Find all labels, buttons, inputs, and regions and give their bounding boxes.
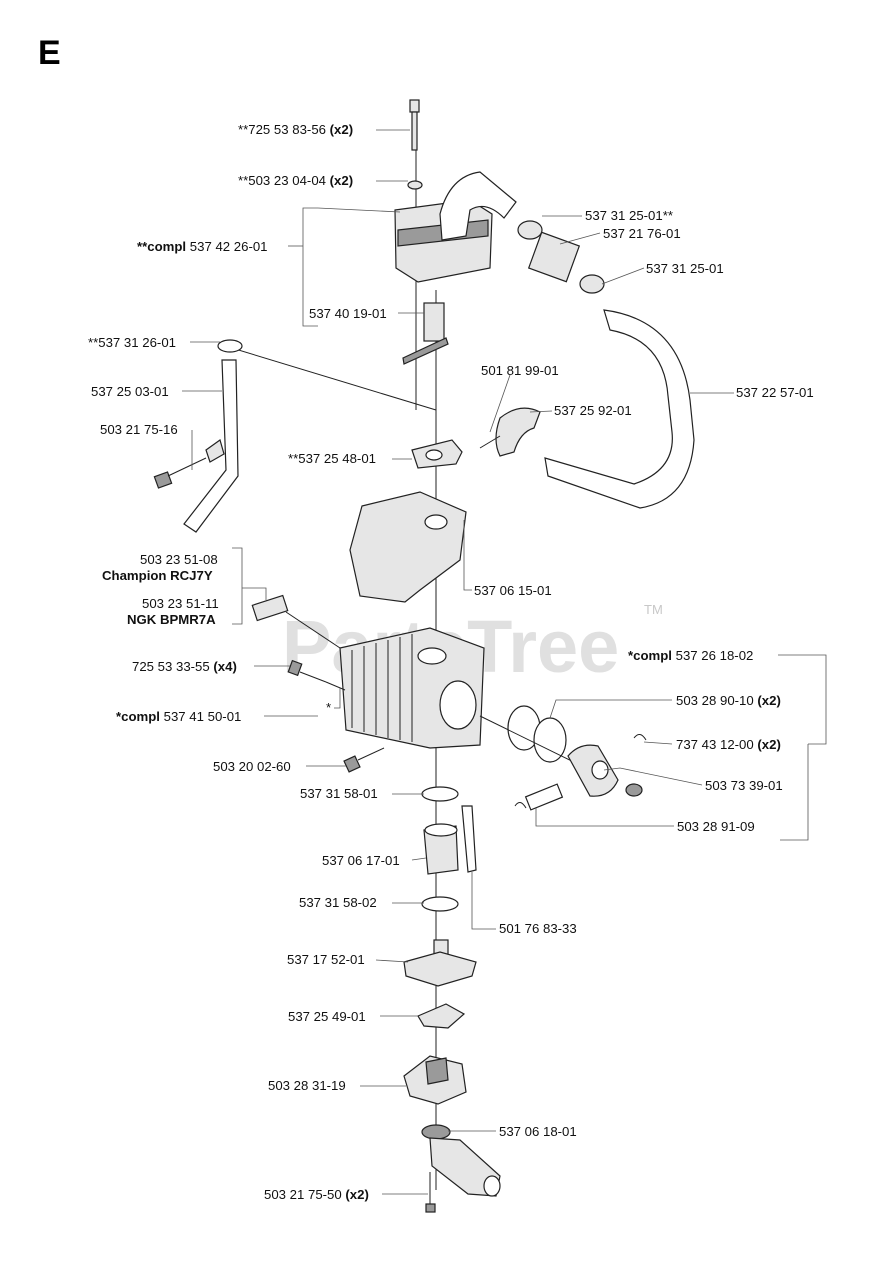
spark-screen-part bbox=[402, 302, 449, 365]
sleeve-part bbox=[527, 231, 581, 283]
label-bolt-lower: 503 20 02-60 bbox=[213, 759, 291, 774]
circlip-part bbox=[514, 802, 527, 809]
bearing-part bbox=[625, 783, 643, 797]
impulse-hose-part bbox=[461, 805, 477, 873]
label-screw-left: 503 21 75-16 bbox=[100, 422, 178, 437]
clamp-part bbox=[421, 786, 459, 802]
label-bracket: 537 25 92-01 bbox=[554, 403, 632, 418]
axis-line bbox=[221, 344, 437, 411]
label-impulse-hose: 501 76 83-33 bbox=[499, 921, 577, 936]
label-carburetor: 503 28 31-19 bbox=[268, 1078, 346, 1093]
label-bolt-top: **725 53 83-56 (x2) bbox=[238, 122, 353, 137]
label-gasket-muffler: **537 25 48-01 bbox=[288, 451, 376, 466]
label-cyl-screw: 725 53 33-55 (x4) bbox=[132, 659, 237, 674]
heat-shield-part bbox=[349, 491, 467, 603]
exhaust-hose-part bbox=[544, 309, 695, 509]
nut-part bbox=[517, 220, 543, 240]
label-plug-ngk-no: 503 23 51-11 bbox=[142, 596, 219, 611]
label-muffler-compl: **compl 537 42 26-01 bbox=[137, 239, 268, 254]
spark-plug-part bbox=[251, 594, 341, 649]
cylinder-screw-part bbox=[287, 659, 346, 691]
label-nut-upper: 537 31 25-01** bbox=[585, 208, 673, 223]
label-spark-screen: 537 40 19-01 bbox=[309, 306, 387, 321]
label-plug-champion: Champion RCJ7Y bbox=[102, 568, 213, 583]
label-adapter: 537 17 52-01 bbox=[287, 952, 365, 967]
bolt-top-part bbox=[409, 99, 420, 151]
label-nut-lower: 537 31 25-01 bbox=[646, 261, 724, 276]
carburetor-part bbox=[403, 1055, 467, 1105]
air-intake-part bbox=[421, 1124, 501, 1197]
label-hose-right: 537 22 57-01 bbox=[736, 385, 814, 400]
label-plug-champion-no: 503 23 51-08 bbox=[140, 552, 218, 567]
label-screw-bracket: 501 81 99-01 bbox=[481, 363, 559, 378]
label-screw-bottom: 503 21 75-50 (x2) bbox=[264, 1187, 369, 1202]
section-letter: E bbox=[38, 34, 61, 72]
bracket-part bbox=[479, 407, 541, 457]
label-gasket-carb: 537 25 49-01 bbox=[288, 1009, 366, 1024]
label-bearing: 503 73 39-01 bbox=[705, 778, 783, 793]
label-circlip: 737 43 12-00 (x2) bbox=[676, 737, 781, 752]
label-heat-shield: 537 06 15-01 bbox=[474, 583, 552, 598]
label-sleeve: 537 21 76-01 bbox=[603, 226, 681, 241]
carb-gasket-part bbox=[417, 1003, 466, 1029]
label-cylinder-star: * bbox=[326, 700, 331, 715]
washer-part bbox=[407, 180, 423, 190]
adapter-part bbox=[403, 939, 477, 987]
nut-part bbox=[579, 274, 605, 294]
label-rings: 503 28 90-10 (x2) bbox=[676, 693, 781, 708]
circlip-part bbox=[633, 734, 647, 741]
label-clamp-1: 537 31 58-01 bbox=[300, 786, 378, 801]
piston-part bbox=[567, 744, 619, 797]
lower-bolt-part bbox=[343, 747, 385, 773]
intake-boot-part bbox=[423, 823, 459, 875]
label-washer-top: **503 23 04-04 (x2) bbox=[238, 173, 353, 188]
clamp-part bbox=[421, 896, 459, 912]
left-tube-part bbox=[153, 339, 243, 533]
piston-pin-part bbox=[524, 783, 564, 811]
label-plug-ngk: NGK BPMR7A bbox=[127, 612, 216, 627]
label-pin: 503 28 91-09 bbox=[677, 819, 755, 834]
muffler-part bbox=[394, 171, 517, 283]
label-cylinder-compl: *compl 537 41 50-01 bbox=[116, 709, 241, 724]
cylinder-part bbox=[339, 627, 485, 749]
label-tube-left: 537 25 03-01 bbox=[91, 384, 169, 399]
leader-lines bbox=[182, 129, 827, 1195]
bottom-screw-part bbox=[425, 1203, 436, 1213]
label-piston-compl: *compl 537 26 18-02 bbox=[628, 648, 753, 663]
watermark-tm: TM bbox=[644, 602, 663, 617]
label-clamp-left: **537 31 26-01 bbox=[88, 335, 176, 350]
label-air-intake: 537 06 18-01 bbox=[499, 1124, 577, 1139]
label-intake-boot: 537 06 17-01 bbox=[322, 853, 400, 868]
label-clamp-2: 537 31 58-02 bbox=[299, 895, 377, 910]
